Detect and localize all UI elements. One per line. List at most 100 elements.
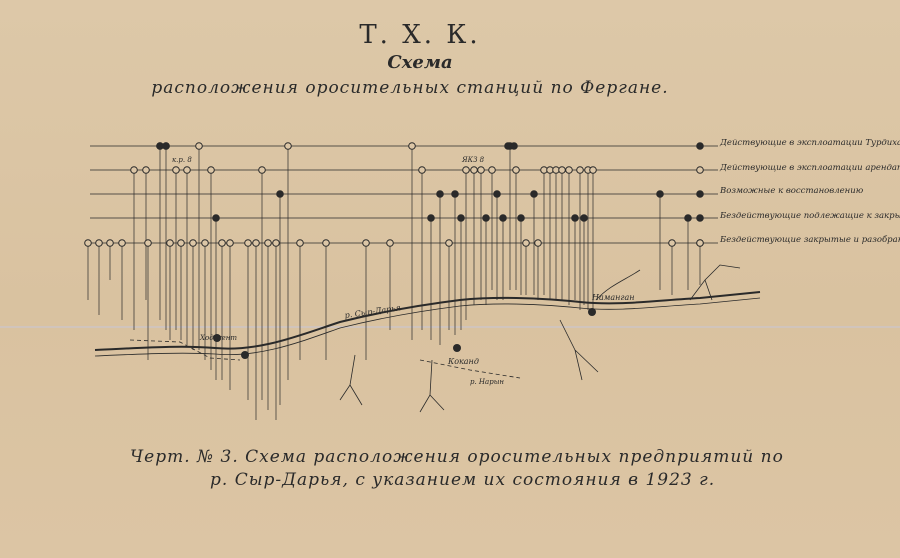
tributary-2 <box>419 359 445 413</box>
caption-line-2: р. Сыр-Дарья, с указанием их состояния в… <box>210 470 716 490</box>
town-dot-3 <box>588 308 596 316</box>
station-marker-37 <box>451 190 459 198</box>
station-marker-top-4 <box>510 142 518 150</box>
river-bank <box>94 297 761 357</box>
tributary-1 <box>339 354 363 406</box>
station-marker-7 <box>144 239 152 247</box>
station-marker-57 <box>571 214 579 222</box>
station-marker-22 <box>252 239 260 247</box>
station-marker-26 <box>276 190 284 198</box>
legend-item-1: Действующие в эксплоатации Турдихаем <box>720 138 900 148</box>
station-marker-58 <box>576 166 584 174</box>
station-marker-27 <box>284 142 292 150</box>
station-marker-40 <box>470 166 478 174</box>
town-dot-2 <box>453 344 461 352</box>
station-marker-24 <box>264 239 272 247</box>
label-naryn: р. Нарын <box>470 378 504 386</box>
station-marker-41 <box>477 166 485 174</box>
caption-line-1: Черт. № 3. Схема расположения оросительн… <box>130 447 784 467</box>
station-marker-13 <box>183 166 191 174</box>
station-marker-6 <box>142 166 150 174</box>
station-marker-59 <box>580 214 588 222</box>
label-namangan: Наманган <box>591 293 635 302</box>
station-marker-1 <box>84 239 92 247</box>
station-marker-19 <box>218 239 226 247</box>
station-marker-4 <box>118 239 126 247</box>
tributary-3 <box>559 319 599 381</box>
station-marker-50 <box>530 190 538 198</box>
station-marker-49 <box>522 239 530 247</box>
station-marker-39 <box>462 166 470 174</box>
station-marker-28 <box>296 239 304 247</box>
label-river: р. Сыр-Дарья <box>344 303 401 320</box>
station-marker-56 <box>565 166 573 174</box>
station-marker-16 <box>201 239 209 247</box>
station-marker-10 <box>166 239 174 247</box>
station-marker-44 <box>493 190 501 198</box>
station-marker-33 <box>418 166 426 174</box>
station-marker-30 <box>362 239 370 247</box>
station-marker-64 <box>684 214 692 222</box>
paper-fold-line <box>0 326 900 328</box>
station-marker-47 <box>512 166 520 174</box>
station-marker-51 <box>534 239 542 247</box>
tributary-5 <box>595 269 641 301</box>
station-marker-43 <box>488 166 496 174</box>
legend-symbol-5 <box>696 239 704 247</box>
station-marker-23 <box>258 166 266 174</box>
station-marker-29 <box>322 239 330 247</box>
station-marker-top-2 <box>162 142 170 150</box>
station-marker-38 <box>457 214 465 222</box>
station-columns <box>84 142 704 420</box>
station-marker-34 <box>427 214 435 222</box>
town-dot-1 <box>241 351 249 359</box>
station-marker-15 <box>195 142 203 150</box>
label-mid-markers: ЯКЗ 8 <box>461 156 485 164</box>
station-marker-12 <box>177 239 185 247</box>
station-marker-17 <box>207 166 215 174</box>
station-marker-21 <box>244 239 252 247</box>
legend-symbol-1 <box>696 142 704 150</box>
town-dot-4 <box>213 334 221 342</box>
legend-item-2: Действующие в эксплоатации арендаторов <box>720 163 900 173</box>
station-marker-35 <box>436 190 444 198</box>
station-marker-2 <box>95 239 103 247</box>
station-marker-62 <box>656 190 664 198</box>
station-marker-3 <box>106 239 114 247</box>
station-marker-55 <box>558 166 566 174</box>
legend-symbol-4 <box>696 214 704 222</box>
station-marker-36 <box>445 239 453 247</box>
river-syr-darya <box>94 291 761 351</box>
title-main: Т. Х. К. <box>359 20 481 50</box>
station-marker-5 <box>130 166 138 174</box>
label-kokand: Коканд <box>447 357 479 366</box>
station-marker-42 <box>482 214 490 222</box>
tributary-4 <box>689 264 741 301</box>
title-description: расположения оросительных станций по Фер… <box>151 78 669 98</box>
station-marker-45 <box>499 214 507 222</box>
station-marker-31 <box>386 239 394 247</box>
legend-item-5: Бездействующие закрытые и разобранные <box>720 235 900 245</box>
station-marker-20 <box>226 239 234 247</box>
station-marker-11 <box>172 166 180 174</box>
station-marker-18 <box>212 214 220 222</box>
station-marker-32 <box>408 142 416 150</box>
station-marker-63 <box>668 239 676 247</box>
river-network <box>94 264 761 413</box>
station-marker-25 <box>272 239 280 247</box>
legend-item-4: Бездействующие подлежащие к закрытию <box>720 211 900 221</box>
station-marker-48 <box>517 214 525 222</box>
label-top-markers: к.р. 8 <box>172 156 192 164</box>
legend-item-3: Возможные к восстановлению <box>720 186 864 196</box>
legend-symbol-2 <box>696 166 704 174</box>
railway-line-2 <box>419 359 521 379</box>
title-sub: Схема <box>387 52 453 73</box>
station-marker-14 <box>189 239 197 247</box>
legend-symbol-3 <box>696 190 704 198</box>
railway-line <box>129 339 241 361</box>
label-khodzhent: Ходжент <box>199 334 237 342</box>
station-marker-61 <box>589 166 597 174</box>
